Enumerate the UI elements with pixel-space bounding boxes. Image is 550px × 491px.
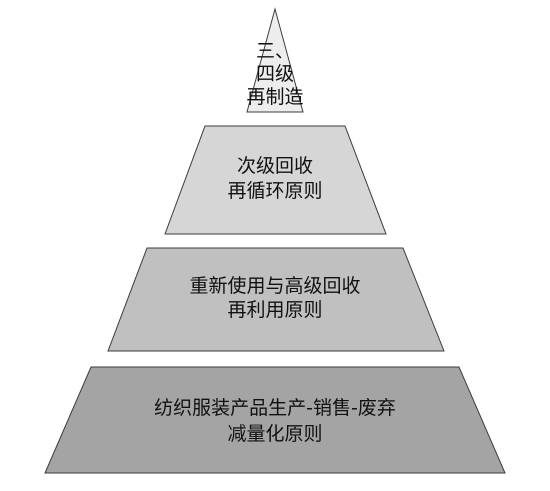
tier-remanufacture-line-3: 再制造 bbox=[246, 86, 303, 108]
tier-reuse: 重新使用与高级回收 再利用原则 bbox=[107, 247, 445, 352]
tier-remanufacture-shape bbox=[246, 7, 304, 113]
tier-reuse-line-2: 再利用原则 bbox=[227, 299, 322, 321]
tier-reduce-line-2: 减量化原则 bbox=[227, 423, 322, 445]
tier-reduce-shape bbox=[44, 366, 506, 474]
tier-reuse-line-1: 重新使用与高级回收 bbox=[189, 275, 360, 297]
tier-reuse-shape bbox=[107, 247, 445, 352]
tier-remanufacture: 三、 四级 再制造 bbox=[246, 7, 304, 113]
tier-reduce-line-1: 纺织服装产品生产-销售-废弃 bbox=[154, 397, 396, 419]
tier-remanufacture-line-2: 四级 bbox=[256, 63, 294, 85]
tier-remanufacture-line-1: 三、 bbox=[256, 40, 294, 62]
tier-reduce: 纺织服装产品生产-销售-废弃 减量化原则 bbox=[44, 366, 506, 474]
tier-recycle-line-1: 次级回收 bbox=[237, 155, 313, 177]
tier-recycle-line-2: 再循环原则 bbox=[227, 180, 322, 202]
tier-recycle-shape bbox=[164, 125, 387, 235]
tier-recycle: 次级回收 再循环原则 bbox=[164, 125, 387, 235]
